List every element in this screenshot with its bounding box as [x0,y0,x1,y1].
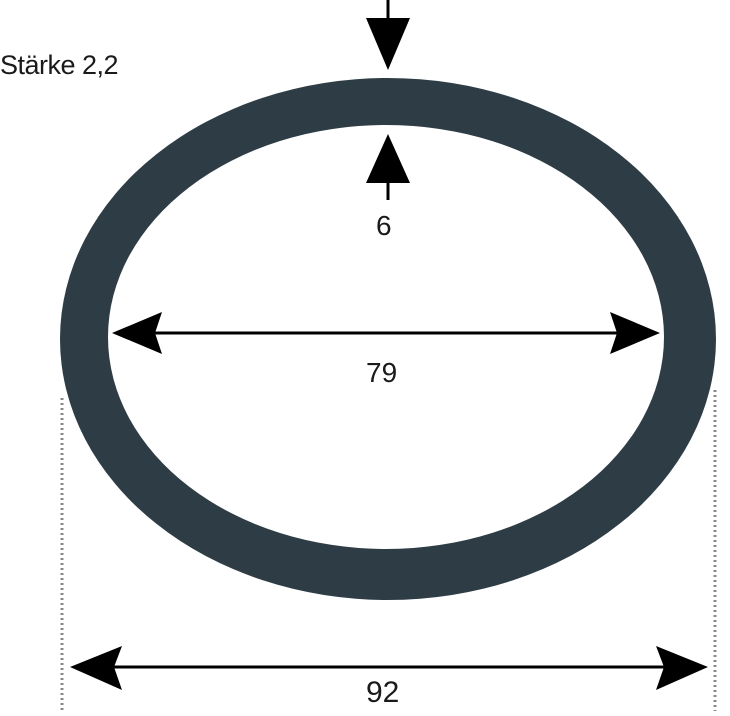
thickness-title: Stärke 2,2 [0,50,119,80]
thickness-dimension-label: 6 [376,210,392,241]
inner-diameter-label: 79 [366,357,398,388]
outer-diameter-label: 92 [366,676,400,709]
thickness-arrow-top [366,0,410,70]
gasket-ring [60,78,716,600]
thickness-arrow-bottom [366,134,410,200]
inner-width-arrow [112,312,660,354]
outer-width-arrow [70,646,708,690]
